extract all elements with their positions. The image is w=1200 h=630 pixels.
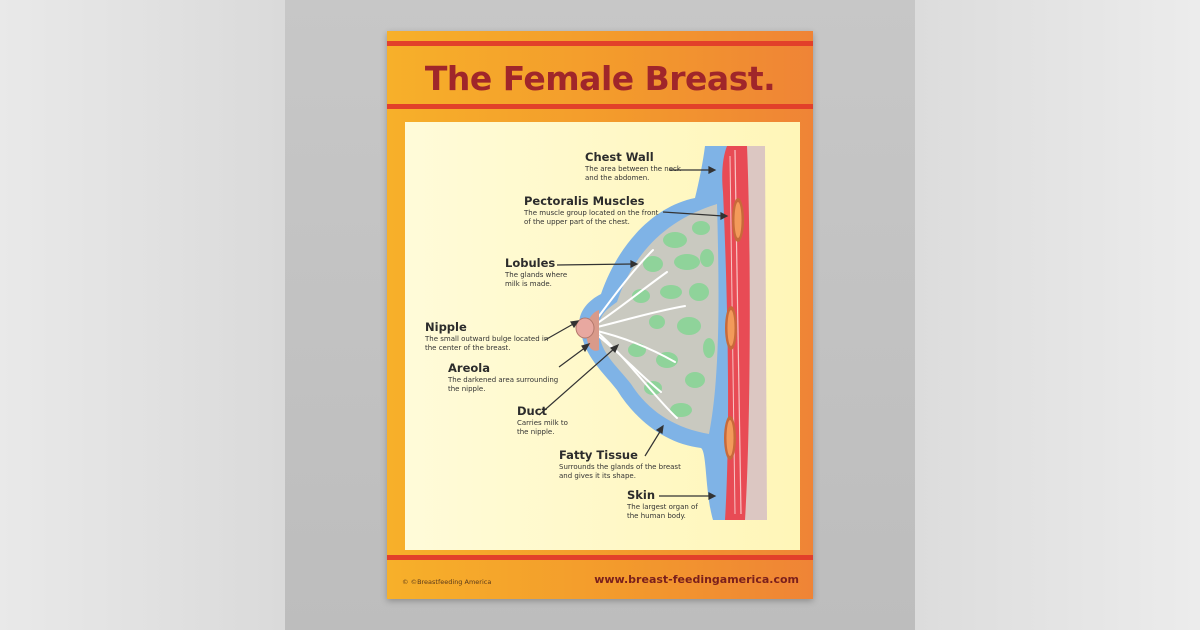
label-skin-desc: The largest organ of the human body. — [627, 503, 698, 520]
duct-arrow — [538, 347, 616, 416]
areola-arrow — [558, 346, 587, 368]
lobules-arrow — [556, 263, 634, 266]
lobule — [643, 256, 663, 272]
lobule — [703, 338, 715, 358]
label-fatty-tissue-title: Fatty Tissue — [559, 448, 638, 462]
label-pectoralis-title: Pectoralis Muscles — [524, 194, 645, 208]
label-areola-desc: The darkened area surrounding the nipple… — [448, 376, 559, 393]
lobule — [674, 254, 700, 270]
wall-background-left — [0, 0, 285, 630]
label-pectoralis-desc: The muscle group located on the front of… — [524, 209, 659, 226]
label-fatty-tissue-desc: Surrounds the glands of the breast and g… — [559, 463, 681, 480]
top-band-lower — [387, 104, 813, 109]
label-nipple-title: Nipple — [425, 320, 467, 334]
lobule — [663, 232, 687, 248]
nipple-arrowhead — [570, 320, 580, 329]
lobule — [689, 283, 709, 301]
fatty-tissue-arrow — [644, 429, 662, 457]
lobule — [692, 221, 710, 235]
diagram-panel: Chest Wall The area between the neck and… — [405, 122, 800, 550]
label-duct-title: Duct — [517, 404, 548, 418]
ducts-group — [592, 249, 686, 419]
chest-wall-shape — [745, 146, 767, 520]
website-link[interactable]: www.breast-feedingamerica.com — [594, 573, 799, 586]
wall-background-right — [915, 0, 1200, 630]
label-lobules-desc: The glands where milk is made. — [505, 271, 568, 288]
pectoralis-arrow — [662, 211, 724, 217]
label-areola-title: Areola — [448, 361, 490, 375]
pointer-arrows — [538, 166, 729, 500]
duct-line — [592, 271, 668, 327]
label-chest-wall-desc: The area between the neck and the abdome… — [585, 165, 681, 182]
chest-wall-arrowhead — [708, 166, 717, 174]
rib-pad — [727, 310, 735, 346]
copyright-text: © ©Breastfeeding America — [402, 578, 492, 586]
fatty-tissue-arrowhead — [655, 424, 664, 434]
lobule — [632, 289, 650, 303]
label-chest-wall-title: Chest Wall — [585, 150, 654, 164]
nipple-arrow — [544, 322, 576, 341]
lobule — [644, 381, 662, 395]
nipple-shape — [575, 317, 595, 339]
breast-anatomy-diagram — [538, 146, 767, 520]
lobule — [677, 317, 701, 335]
lobule — [649, 315, 665, 329]
areola-arrowhead — [581, 343, 591, 353]
lobule — [656, 352, 678, 368]
label-nipple-desc: The small outward bulge located in the c… — [425, 335, 549, 352]
lobule — [700, 249, 714, 267]
top-band-upper — [387, 41, 813, 46]
label-duct-desc: Carries milk to the nipple. — [517, 419, 568, 436]
lobules-group — [628, 221, 715, 417]
label-lobules-title: Lobules — [505, 256, 556, 270]
duct-line — [592, 329, 676, 363]
duct-line — [594, 329, 678, 419]
lobule — [670, 403, 692, 417]
duct-arrowhead — [609, 343, 620, 354]
pectoralis-arrowhead — [720, 212, 729, 220]
lobule — [685, 372, 705, 388]
poster-title: The Female Breast. — [424, 59, 776, 98]
rib-pad — [734, 202, 742, 238]
bottom-band — [387, 555, 813, 560]
lobule — [628, 343, 646, 357]
duct-line — [592, 305, 686, 329]
lobules-arrowhead — [630, 260, 639, 268]
poster: The Female Breast. — [387, 31, 813, 599]
rib-pad — [726, 420, 734, 456]
lobule — [660, 285, 682, 299]
skin-arrowhead — [708, 492, 717, 500]
label-skin-title: Skin — [627, 488, 656, 502]
